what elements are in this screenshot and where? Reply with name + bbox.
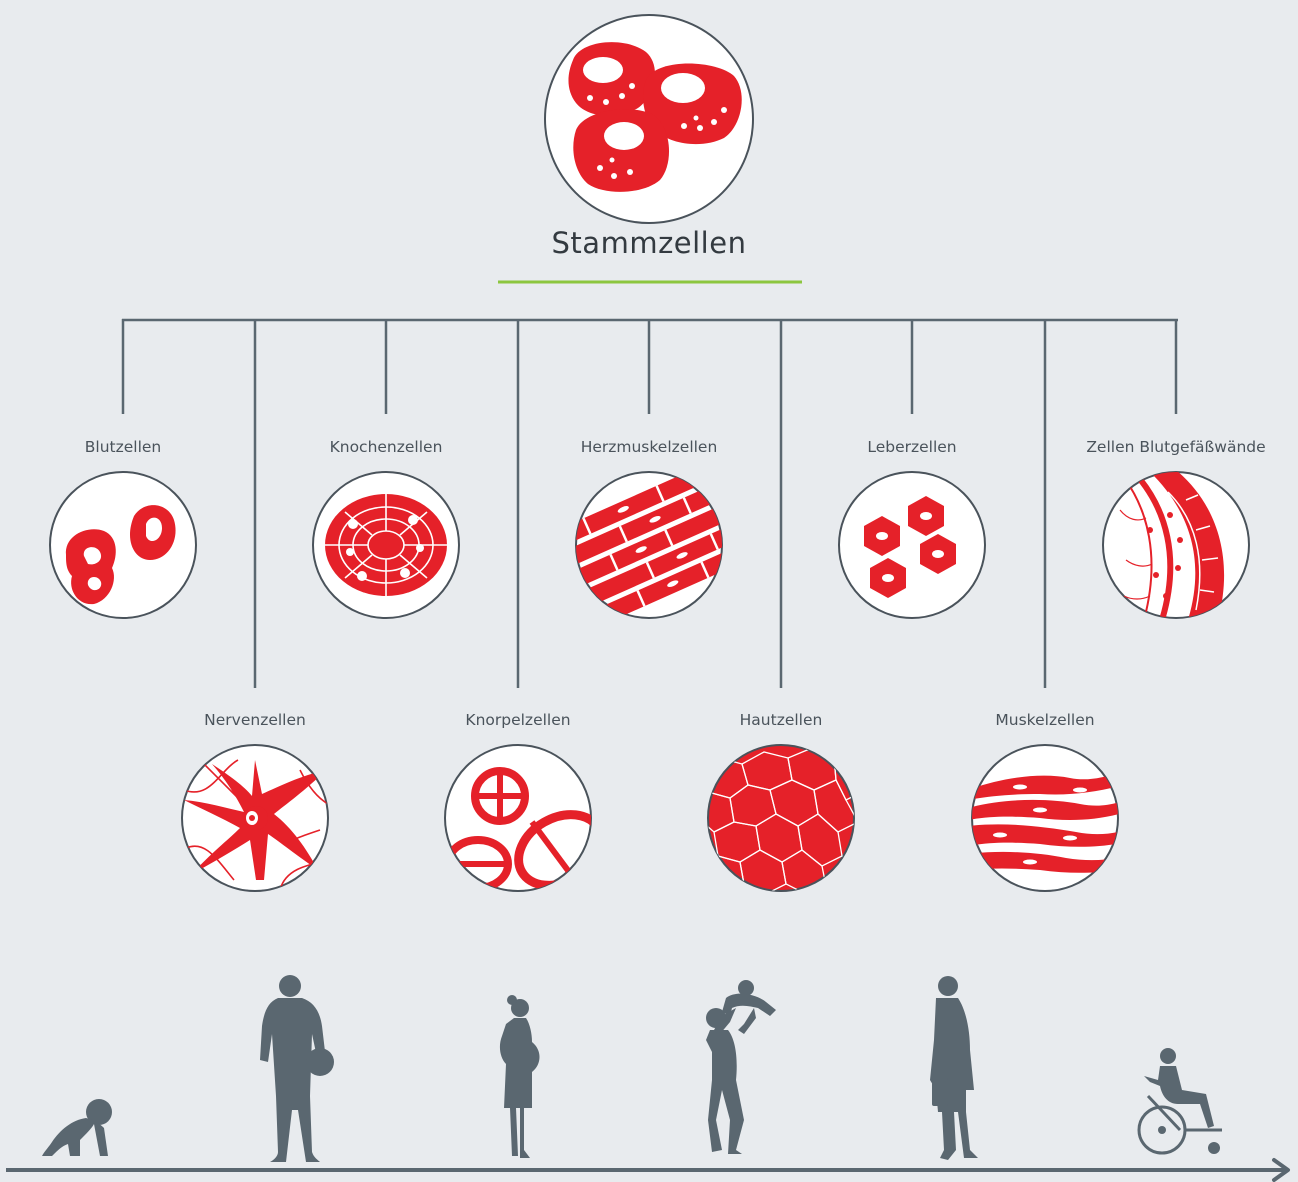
blood-cells-icon — [49, 471, 197, 619]
skin-cells-icon — [707, 744, 855, 892]
bone-cells-icon — [312, 471, 460, 619]
businesswoman-icon — [930, 976, 978, 1160]
root-title: Stammzellen — [551, 226, 747, 260]
vessel-wall-cells-icon — [1102, 471, 1250, 619]
pregnant-woman-icon — [499, 995, 540, 1158]
label-blutzellen: Blutzellen — [84, 438, 162, 456]
label-knorpelzellen: Knorpelzellen — [465, 711, 571, 729]
label-hautzellen: Hautzellen — [739, 711, 823, 729]
liver-cells-icon — [838, 471, 986, 619]
label-nervenzellen: Nervenzellen — [204, 711, 306, 729]
wheelchair-user-icon — [1137, 1048, 1222, 1155]
connector-tree — [121, 318, 1178, 688]
stem-cells-icon — [544, 14, 754, 224]
nerve-cell-icon — [181, 744, 329, 892]
timeline-arrow-icon — [6, 1158, 1290, 1182]
heart-muscle-cells-icon — [575, 471, 723, 619]
cartilage-cells-icon — [444, 744, 592, 892]
label-leberzellen: Leberzellen — [867, 438, 957, 456]
label-herzmuskelzellen: Herzmuskelzellen — [580, 438, 718, 456]
athlete-with-ball-icon — [260, 975, 334, 1162]
label-muskelzellen: Muskelzellen — [995, 711, 1095, 729]
muscle-cells-icon — [971, 744, 1119, 892]
parent-lifting-child-icon — [706, 980, 776, 1154]
crawling-baby-icon — [42, 1099, 112, 1156]
label-zellen-blutgefaesswaende: Zellen Blutgefäßwände — [1086, 438, 1266, 456]
label-knochenzellen: Knochenzellen — [329, 438, 443, 456]
